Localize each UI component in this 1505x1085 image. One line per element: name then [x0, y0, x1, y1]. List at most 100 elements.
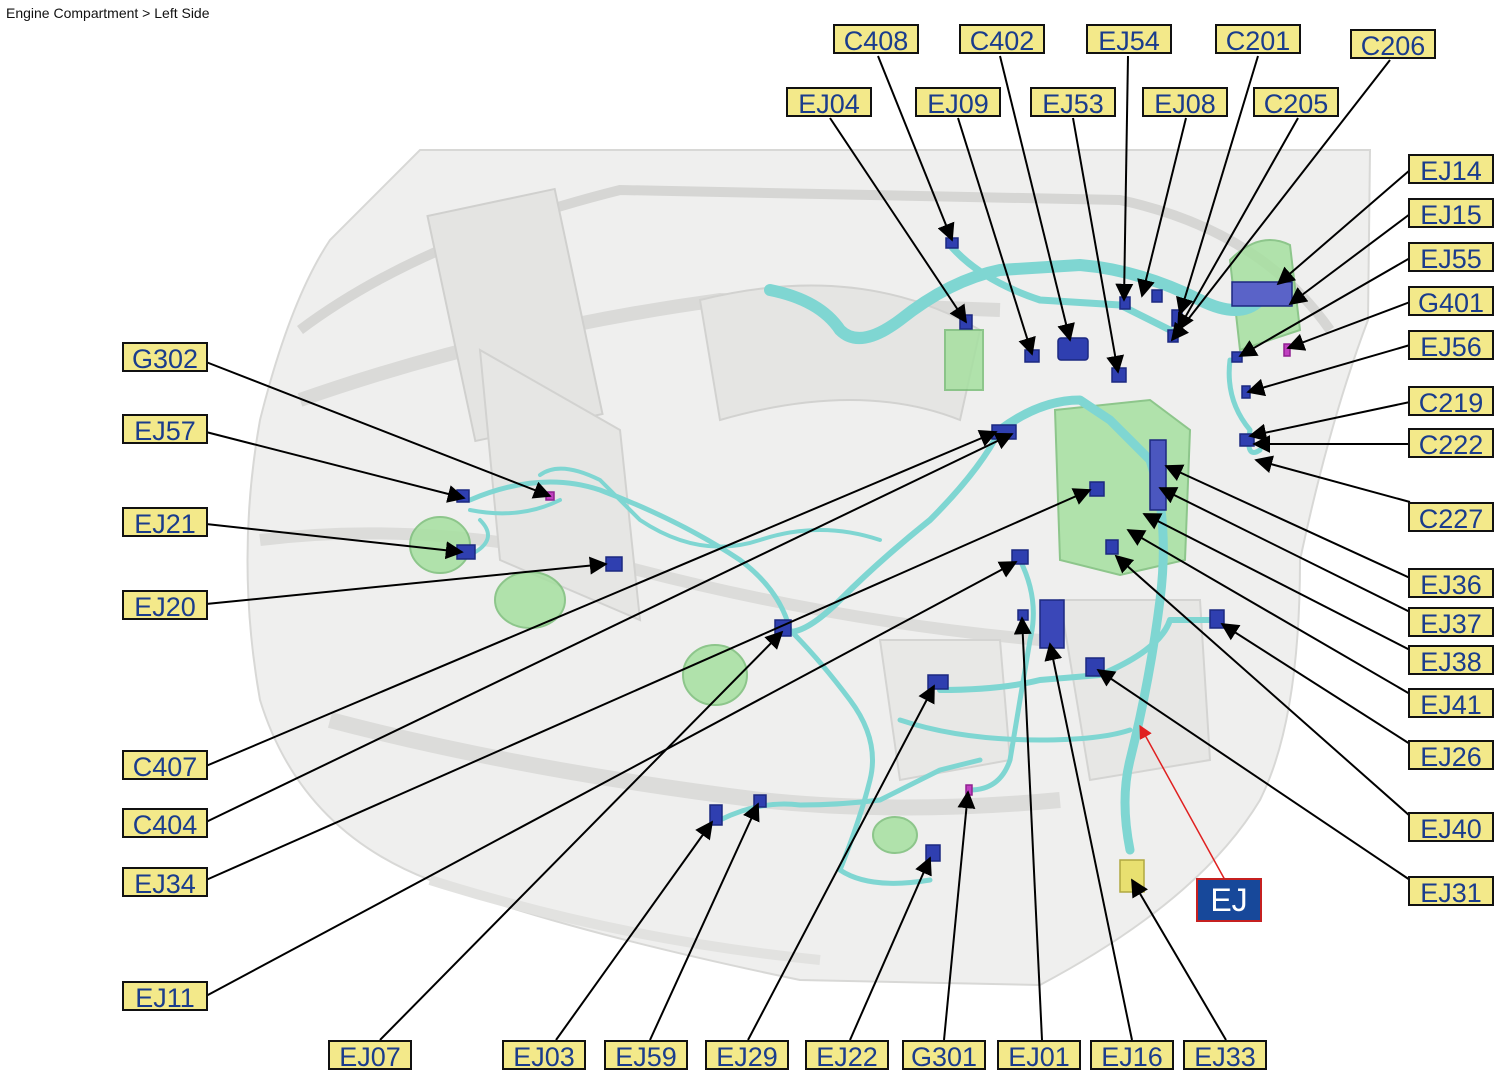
connector-ej33 [1119, 859, 1145, 893]
connector-ej22 [925, 844, 941, 862]
leader-ej41 [1126, 529, 1411, 695]
leader-ej31 [1096, 668, 1411, 881]
leader-ej04 [829, 117, 967, 324]
leader-ej09 [957, 117, 1036, 356]
connector-ej14 [1231, 281, 1293, 307]
connector-ej29 [927, 674, 949, 690]
leader-ej54 [1115, 55, 1134, 302]
leader-ej07 [379, 630, 784, 1041]
callout-ej07: EJ07 [328, 1040, 412, 1072]
leader-ej33 [1131, 878, 1227, 1041]
callout-ej34: EJ34 [122, 867, 208, 899]
connector-ej16 [1039, 599, 1065, 649]
callout-ej01: EJ01 [997, 1040, 1081, 1072]
leader-ej15 [1288, 213, 1411, 306]
callout-c227: C227 [1408, 502, 1494, 534]
breadcrumb: Engine Compartment > Left Side [6, 5, 210, 21]
callout-ej59: EJ59 [604, 1040, 688, 1072]
callout-ej09: EJ09 [915, 87, 1001, 119]
leader-g401 [1286, 301, 1411, 351]
callout-g302: G302 [122, 342, 208, 374]
connector-c402 [1057, 337, 1089, 361]
callout-g401: G401 [1408, 286, 1494, 318]
callout-ej37: EJ37 [1408, 607, 1494, 639]
callout-ej15: EJ15 [1408, 198, 1494, 230]
leader-ej14 [1276, 169, 1411, 286]
connector-ej11 [1011, 549, 1029, 565]
leader-ej26 [1220, 623, 1411, 745]
callout-ej26: EJ26 [1408, 740, 1494, 772]
leader-c206 [1170, 59, 1391, 342]
connector-ej53 [1111, 367, 1127, 383]
callout-ej55: EJ55 [1408, 242, 1494, 274]
connector-ej08 [1151, 289, 1163, 303]
callout-ej38: EJ38 [1408, 645, 1494, 677]
callout-c407: C407 [122, 750, 208, 782]
leader-ej56 [1246, 344, 1411, 397]
leader-ej36 [1164, 464, 1411, 579]
leader-ej38 [1142, 513, 1411, 651]
leader-c227 [1254, 455, 1411, 503]
callout-c205: C205 [1253, 87, 1339, 119]
callout-ej33: EJ33 [1183, 1040, 1267, 1072]
connector-ej34 [1089, 481, 1105, 497]
sensor-lower [872, 816, 918, 854]
leader-ej53 [1072, 117, 1125, 374]
callout-ej40: EJ40 [1408, 812, 1494, 844]
callout-ej21: EJ21 [122, 507, 208, 539]
leader-ej21 [205, 523, 464, 560]
leader-c404 [205, 432, 1014, 823]
callout-ej29: EJ29 [705, 1040, 789, 1072]
leader-ej55 [1238, 257, 1411, 357]
leader-ej37 [1158, 487, 1411, 613]
connector-ej03 [709, 804, 723, 826]
callout-c404: C404 [122, 808, 208, 840]
leader-ej57 [205, 431, 466, 503]
horn-right [682, 644, 748, 706]
connector-ej55 [1231, 351, 1243, 363]
connector-ej20 [605, 556, 623, 572]
callout-c408: C408 [833, 24, 919, 56]
vehicle-body [246, 149, 1372, 987]
leader-ej29 [747, 684, 935, 1041]
leader-c201 [1176, 55, 1259, 316]
leader-ej08 [1137, 117, 1187, 298]
callout-ej20: EJ20 [122, 590, 208, 622]
leader-c407 [205, 430, 998, 767]
connector-ej26 [1209, 609, 1225, 629]
callout-ej31: EJ31 [1408, 876, 1494, 908]
callout-ej56: EJ56 [1408, 330, 1494, 362]
callout-ej53: EJ53 [1030, 87, 1116, 119]
callout-ej36: EJ36 [1408, 568, 1494, 600]
leader-ej40 [1114, 554, 1411, 817]
callout-c402: C402 [959, 24, 1045, 56]
leader-ej16 [1044, 642, 1133, 1041]
callout-ej04: EJ04 [786, 87, 872, 119]
leader-ej11 [205, 561, 1018, 997]
callout-ej22: EJ22 [805, 1040, 889, 1072]
leader-ej22 [849, 856, 932, 1041]
callout-g301: G301 [902, 1040, 986, 1072]
callout-ej11: EJ11 [122, 981, 208, 1013]
callout-c206: C206 [1350, 29, 1436, 61]
callout-ej14: EJ14 [1408, 154, 1494, 186]
callout-ej03: EJ03 [502, 1040, 586, 1072]
callout-ej08: EJ08 [1142, 87, 1228, 119]
leader-ej59 [649, 802, 760, 1041]
leader-c219 [1248, 401, 1411, 442]
leader-ej20 [205, 556, 608, 605]
leader-g301 [943, 790, 976, 1041]
leader-ej01 [1013, 616, 1043, 1041]
connector-ej59 [753, 794, 767, 808]
leader-c408 [877, 55, 955, 242]
leader-c402 [999, 55, 1075, 342]
ground-g401 [1283, 343, 1291, 357]
leader-ej34 [205, 488, 1092, 881]
callout-ej16: EJ16 [1090, 1040, 1174, 1072]
bracket-module [944, 329, 984, 391]
leader-lines [205, 55, 1411, 1041]
callout-c222: C222 [1408, 428, 1494, 460]
callout-ej54: EJ54 [1086, 24, 1172, 56]
leader-ej03 [555, 820, 714, 1041]
